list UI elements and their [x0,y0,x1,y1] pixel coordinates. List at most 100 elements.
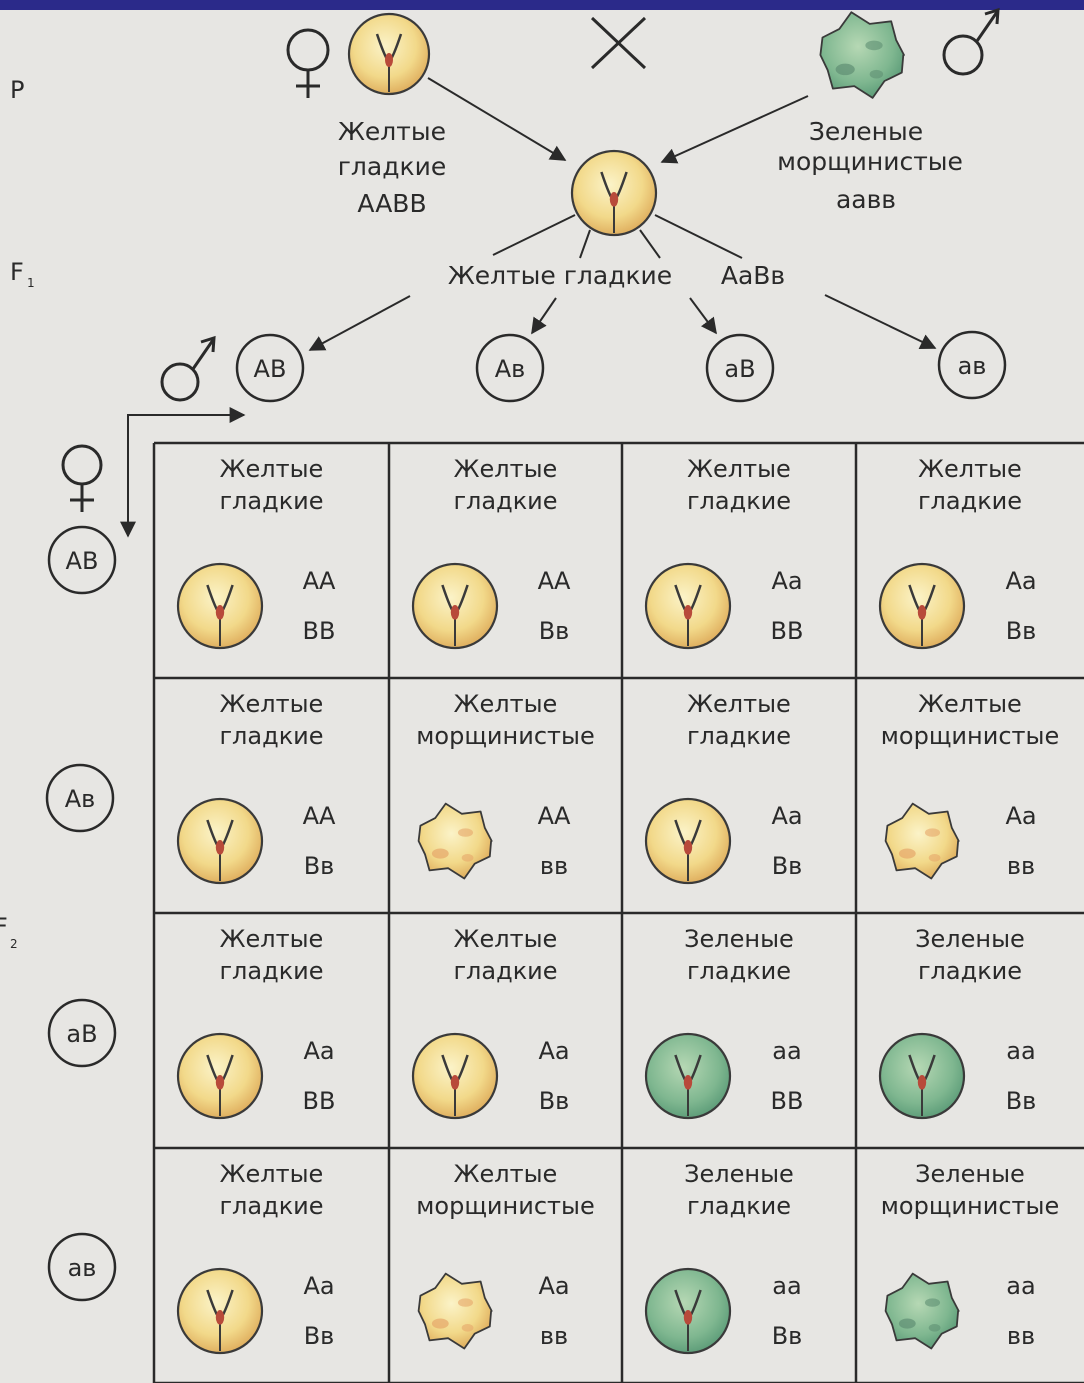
male-gamete-aB: аВ [705,333,775,403]
cell-genotype-1: аа [1006,1272,1035,1300]
cell-genotype-1: АА [303,802,336,830]
cell-genotype-1: аа [772,1272,801,1300]
male-gamete-ab: ав [937,330,1007,400]
female-to-f1-arrow [427,77,567,161]
punnett-cells: ЖелтыегладкиеААВВЖелтыегладкиеААВвЖелтые… [176,455,1059,1355]
cell-phenotype-1: Желтые [220,1160,324,1188]
cell-genotype-1: Аа [771,802,802,830]
generation-f1-label: F [10,258,24,286]
female-parent-pea [347,12,431,96]
cell-phenotype-1: Желтые [454,1160,558,1188]
gamete-arrow-AB [308,295,411,351]
cell-phenotype-2: гладкие [687,722,791,750]
generation-f2-subscript: 2 [10,937,18,951]
cell-phenotype-2: морщинистые [416,722,594,750]
top-color-bar [0,0,1084,10]
cell-genotype-1: Аа [771,567,802,595]
cell-phenotype-2: гладкие [219,487,323,515]
cell-genotype-1: АА [538,567,571,595]
cell-genotype-2: ВВ [771,1087,804,1115]
cell-genotype-1: Аа [538,1037,569,1065]
cell-genotype-2: Вв [304,1322,335,1350]
cell-pea [411,1032,499,1120]
svg-text:аВ: аВ [724,355,755,383]
cell-phenotype-1: Желтые [454,455,558,483]
cell-pea [176,1032,264,1120]
female-gamete-ab: ав [47,1232,117,1302]
cell-phenotype-2: гладкие [687,1192,791,1220]
cell-pea [644,1267,732,1355]
cell-phenotype-2: гладкие [687,487,791,515]
male-symbol-icon [942,7,1000,76]
f1-radiating-lines [492,214,743,259]
cell-genotype-1: Аа [303,1037,334,1065]
cell-genotype-1: Аа [538,1272,569,1300]
cell-genotype-2: вв [1007,1322,1035,1350]
generation-f2-label: F [0,913,8,941]
cell-genotype-2: Вв [539,1087,570,1115]
male-gamete-Ab: Ав [475,333,545,403]
cell-phenotype-2: гладкие [219,722,323,750]
cell-genotype-2: ВВ [303,617,336,645]
cell-phenotype-2: гладкие [453,957,557,985]
male-to-f1-arrow [660,95,809,164]
cell-genotype-1: аа [772,1037,801,1065]
female-gametes-symbol-icon [61,444,103,512]
cell-genotype-2: Вв [304,852,335,880]
svg-text:аВ: аВ [66,1020,97,1048]
cell-pea [176,797,264,885]
cell-pea [644,797,732,885]
cell-genotype-2: Вв [539,617,570,645]
cell-phenotype-1: Желтые [454,690,558,718]
cell-genotype-2: Вв [1006,1087,1037,1115]
female-parent-genotype: AABB [357,189,426,218]
gamete-arrow-Ab [531,297,557,335]
male-gamete-AB: АВ [235,333,305,403]
cell-phenotype-1: Желтые [454,925,558,953]
cell-genotype-2: Вв [1006,617,1037,645]
gamete-arrow-aB [689,297,717,335]
f1-genotype: АаВв [721,261,785,290]
cross-symbol-icon [590,16,647,70]
cell-phenotype-1: Желтые [918,690,1022,718]
female-gamete-Ab: Ав [45,763,115,833]
cell-phenotype-2: гладкие [687,957,791,985]
cell-pea [644,562,732,650]
generation-p-label: P [10,76,24,104]
cell-genotype-2: ВВ [771,617,804,645]
female-gamete-AB: АВ [47,525,117,595]
cell-genotype-1: Аа [303,1272,334,1300]
cell-pea [417,802,493,880]
cell-phenotype-1: Желтые [687,455,791,483]
female-parent-phenotype-1: Желтые [338,117,446,146]
cell-genotype-1: Аа [1005,567,1036,595]
cell-genotype-2: Вв [772,1322,803,1350]
cell-phenotype-1: Желтые [220,690,324,718]
cell-phenotype-2: гладкие [918,487,1022,515]
cell-phenotype-2: гладкие [219,1192,323,1220]
svg-text:ав: ав [958,352,987,380]
svg-text:ав: ав [68,1254,97,1282]
cell-phenotype-1: Зеленые [915,1160,1025,1188]
cell-genotype-2: ВВ [303,1087,336,1115]
female-gamete-aB: аВ [47,998,117,1068]
cell-genotype-2: Вв [772,852,803,880]
f1-phenotype: Желтые гладкие [448,261,672,290]
svg-text:АВ: АВ [66,547,99,575]
cell-pea [176,562,264,650]
cell-phenotype-1: Зеленые [684,925,794,953]
male-parent-phenotype-1: Зеленые [809,117,923,146]
cell-pea [884,802,960,880]
cell-genotype-1: Аа [1005,802,1036,830]
